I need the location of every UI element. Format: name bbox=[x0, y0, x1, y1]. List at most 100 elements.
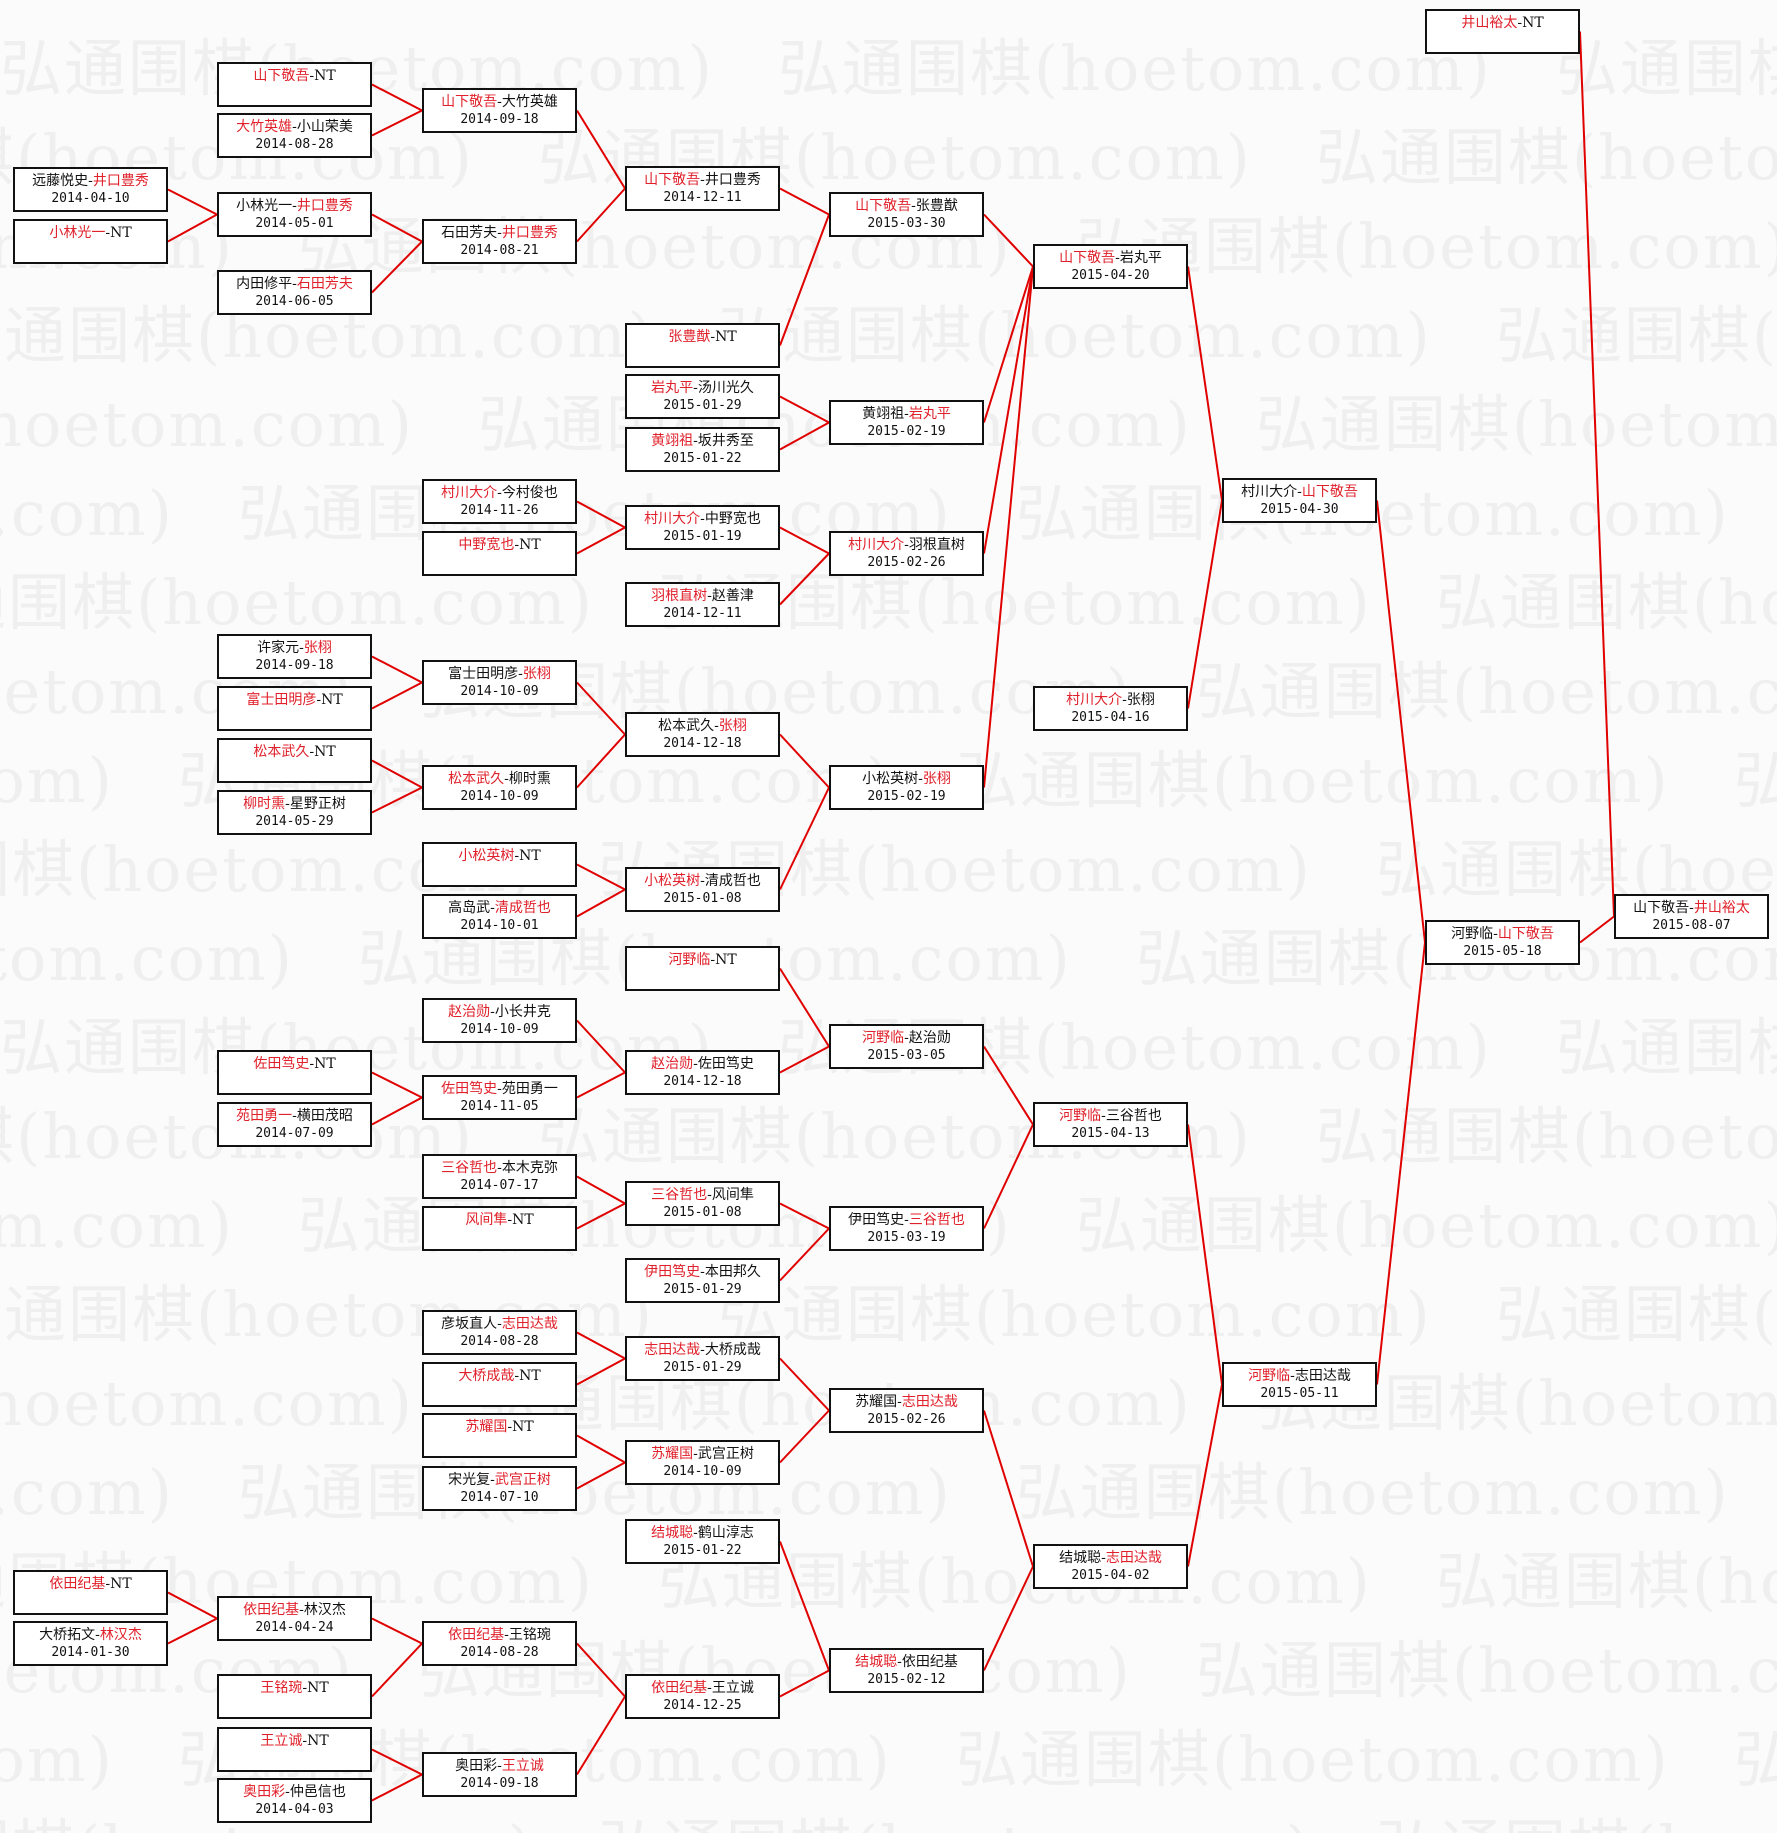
match-box[interactable]: 张豊猷-NT bbox=[625, 323, 780, 368]
match-players: 张豊猷-NT bbox=[627, 328, 778, 346]
match-date: 2015-04-30 bbox=[1260, 502, 1339, 517]
match-box[interactable]: 王铭琬-NT bbox=[217, 1674, 372, 1719]
match-box[interactable]: 富士田明彦-NT bbox=[217, 686, 372, 731]
separator-dash: - bbox=[309, 744, 315, 760]
match-date: 2014-10-01 bbox=[460, 918, 539, 933]
separator-dash: - bbox=[710, 952, 716, 968]
match-box[interactable]: 依田纪基-NT bbox=[13, 1570, 168, 1615]
match-box[interactable]: 小林光一-NT bbox=[13, 219, 168, 264]
match-box[interactable]: 苏耀国-NT bbox=[422, 1413, 577, 1458]
match-box[interactable]: 井山裕太-NT bbox=[1425, 9, 1580, 54]
match-date: 2014-12-18 bbox=[663, 1074, 742, 1089]
match-box[interactable]: 山下敬吾-NT bbox=[217, 62, 372, 107]
player-1-name: 岩丸平 bbox=[651, 380, 694, 396]
match-box[interactable]: 王立诚-NT bbox=[217, 1727, 372, 1772]
match-box[interactable]: 大桥成哉-NT bbox=[422, 1362, 577, 1407]
match-box[interactable]: 风间隼-NT bbox=[422, 1206, 577, 1251]
player-1-name: 内田修平 bbox=[236, 276, 293, 292]
player-2-name: 星野正树 bbox=[289, 796, 346, 812]
separator-dash: - bbox=[514, 848, 520, 864]
match-players: 奥田彩-王立诚 bbox=[424, 1757, 575, 1775]
connector-line bbox=[576, 1434, 626, 1464]
match-date: 2014-10-09 bbox=[460, 1022, 539, 1037]
separator-dash: - bbox=[1101, 1108, 1106, 1124]
connector-line bbox=[576, 1357, 626, 1386]
player-1-name: 伊田笃史 bbox=[644, 1264, 701, 1280]
match-box[interactable]: 小松英树-NT bbox=[422, 842, 577, 887]
player-2-name: 张栩 bbox=[922, 771, 951, 787]
connector-line bbox=[371, 786, 423, 814]
player-2-name: NT bbox=[307, 1733, 329, 1749]
separator-dash: - bbox=[497, 485, 502, 501]
match-box[interactable]: 佐田笃史-NT bbox=[217, 1050, 372, 1095]
match-box[interactable]: 河野临-NT bbox=[625, 946, 780, 991]
separator-dash: - bbox=[700, 1264, 705, 1280]
separator-dash: - bbox=[490, 1004, 495, 1020]
match-box[interactable]: 松本武久-NT bbox=[217, 738, 372, 783]
match-box[interactable]: 中野宽也-NT bbox=[422, 531, 577, 576]
separator-dash: - bbox=[700, 873, 705, 889]
separator-dash: - bbox=[292, 198, 297, 214]
player-2-name: 井口豊秀 bbox=[704, 172, 761, 188]
match-players: 河野临-赵治勋 bbox=[831, 1029, 982, 1047]
match-players: 河野临-三谷哲也 bbox=[1035, 1107, 1186, 1125]
connector-line bbox=[371, 213, 423, 243]
connector-line bbox=[576, 1461, 626, 1490]
separator-dash: - bbox=[904, 406, 909, 422]
connector-line bbox=[983, 1410, 1034, 1567]
